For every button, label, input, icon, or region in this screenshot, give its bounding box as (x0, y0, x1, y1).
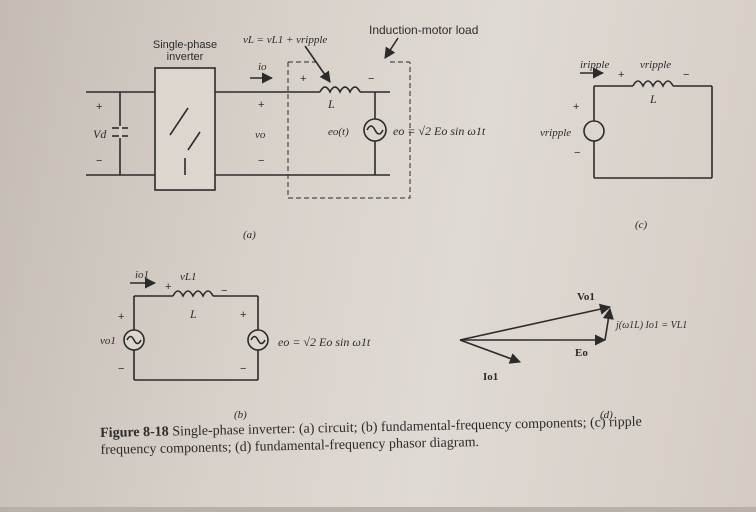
io-label: io (258, 61, 267, 73)
b-plus: + (165, 281, 171, 293)
b-minus: − (221, 285, 227, 297)
eo-plus: + (240, 309, 246, 321)
switch-top (169, 107, 189, 136)
jwl-phasor (602, 307, 614, 341)
sublabel-b: (b) (234, 409, 247, 421)
inductor-b (172, 290, 214, 298)
io1-phasor-label: Io1 (483, 371, 498, 383)
vo1-plus: + (118, 311, 124, 323)
inverter-label-line2: inverter (167, 51, 204, 63)
c-src-plus: + (573, 101, 579, 113)
panel-d-phasor: Vo1 j(ω1L) Io1 = VL1 Eo Io1 (d) (459, 291, 687, 421)
vo1-label: vo1 (100, 335, 116, 347)
sine-icon (366, 125, 384, 135)
eo-t-label: eo(t) (328, 126, 349, 138)
c-minus: − (683, 69, 689, 81)
inductor-a-label: L (327, 97, 335, 111)
figure-number: Figure 8-18 (100, 424, 169, 441)
vd-plus: + (96, 101, 102, 113)
sublabel-d: (d) (600, 409, 613, 421)
vo-minus: − (258, 155, 264, 167)
vl-pointer-arrow (304, 45, 331, 83)
load-pointer-arrow (384, 37, 399, 59)
vl1-label: vL1 (180, 271, 197, 283)
vd-label: Vd (93, 127, 107, 141)
load-label: Induction-motor load (369, 23, 478, 37)
inductor-c-label: L (649, 92, 657, 106)
panel-c-ripple: iripple + vripple − L + vripple − (c) (540, 59, 713, 231)
load-plus: + (300, 73, 306, 85)
switch-bottom (187, 131, 201, 151)
eo-phasor-label: Eo (575, 347, 588, 359)
load-minus: − (368, 73, 374, 85)
eo-minus: − (240, 363, 246, 375)
panel-a-circuit: Single-phase inverter vL = vL1 + vripple… (86, 23, 486, 241)
ripple-source (583, 120, 605, 142)
sublabel-a: (a) (243, 229, 256, 241)
io1-label: io1 (135, 269, 149, 281)
eo-equation-a: eo = √2 Eo sin ω1t (393, 124, 486, 138)
load-dashed-box (287, 62, 411, 199)
vo1-phasor (459, 303, 612, 341)
vripple-top-label: vripple (640, 59, 671, 71)
vo-label: vo (255, 129, 266, 141)
inductor-c (632, 80, 674, 88)
panel-b-fundamental: io1 + vL1 − L + vo1 − + − eo = √2 Eo sin… (100, 269, 371, 421)
eo-equation-b: eo = √2 Eo sin ω1t (278, 335, 371, 349)
io1-phasor (459, 339, 522, 364)
vo1-phasor-label: Vo1 (577, 291, 595, 303)
jwl-label: j(ω1L) Io1 = VL1 (614, 320, 687, 331)
inductor-b-label: L (189, 307, 197, 321)
vo1-minus: − (118, 363, 124, 375)
inverter-label-line1: Single-phase (153, 39, 217, 51)
sublabel-c: (c) (635, 219, 648, 231)
iripple-label: iripple (580, 59, 609, 71)
c-src-minus: − (574, 147, 580, 159)
vripple-src-label: vripple (540, 127, 571, 139)
vd-minus: − (96, 155, 102, 167)
c-plus: + (618, 69, 624, 81)
vl-equation: vL = vL1 + vripple (243, 34, 327, 46)
vo-plus: + (258, 99, 264, 111)
